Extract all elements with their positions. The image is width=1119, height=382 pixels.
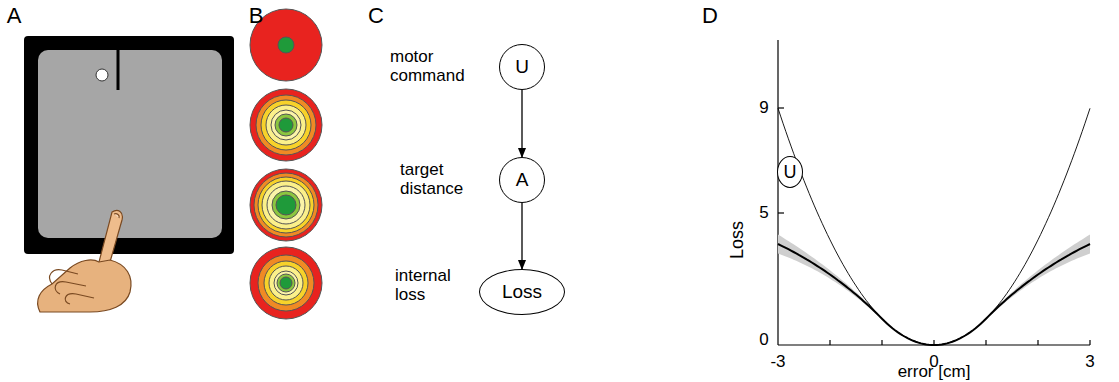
node-text: Loss <box>502 281 542 303</box>
variable-circle: A <box>499 157 545 203</box>
node-text: U <box>515 56 529 78</box>
confidence-band <box>778 235 1090 346</box>
screen-frame <box>24 36 234 254</box>
quadratic-curve <box>778 108 1090 345</box>
node-caption: internal loss <box>395 267 485 304</box>
screen <box>38 50 222 238</box>
panel-letter: A <box>7 4 22 28</box>
node-text: A <box>516 169 529 191</box>
node-caption: motor command <box>390 48 500 85</box>
tick-label: -3 <box>770 353 785 372</box>
target-4 <box>250 247 322 319</box>
target-2 <box>250 89 322 161</box>
loss-ellipse: Loss <box>479 269 565 315</box>
panel-letter: B <box>249 4 264 28</box>
axes <box>778 40 1090 345</box>
target-bar <box>117 50 120 90</box>
hand <box>38 210 131 312</box>
node-caption: target distance <box>400 161 490 198</box>
axis-title: error [cm] <box>898 363 971 382</box>
panel-letter: D <box>702 4 718 28</box>
causal-arrow <box>521 203 522 269</box>
variable-circle: U <box>499 44 545 90</box>
tick-label: 3 <box>1085 353 1094 372</box>
panel-letter: C <box>368 4 384 28</box>
tick-label: 9 <box>759 99 768 118</box>
fitted-loss-curve <box>778 244 1090 345</box>
node-text: U <box>784 162 797 183</box>
axis-title: Loss <box>728 221 748 259</box>
target-3 <box>250 169 322 241</box>
ball <box>96 69 108 81</box>
curve-callout: U <box>777 156 803 188</box>
tick-label: 0 <box>759 331 768 350</box>
tick-label: 5 <box>759 204 768 223</box>
causal-arrow <box>521 90 522 157</box>
